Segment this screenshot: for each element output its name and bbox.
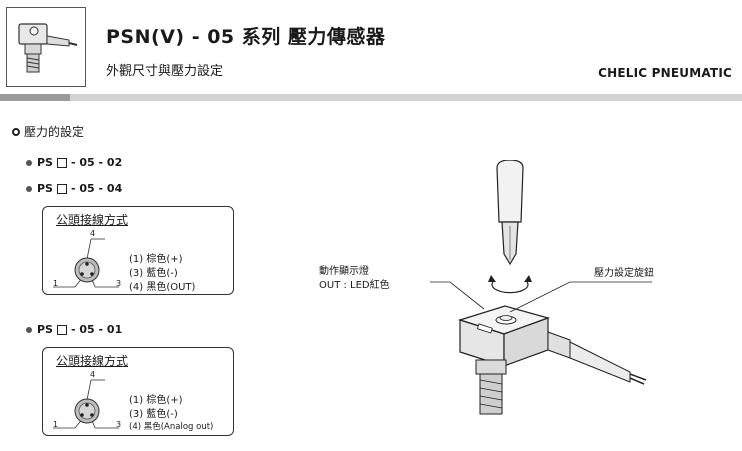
connector-wiring-box: 公頭接線方式 4 1 3 (1) 棕色(+) (3) 藍色(-) (4) 黑色(… (42, 347, 234, 436)
brand-name: CHELIC PNEUMATIC (598, 66, 732, 80)
ring-bullet-icon (12, 127, 20, 136)
product-thumbnail (6, 7, 86, 87)
indicator-sub-label: OUT : LED紅色 (319, 280, 390, 291)
pin-label: 4 (90, 370, 96, 379)
blank-square-icon (56, 324, 67, 335)
dot-bullet-icon (26, 159, 32, 166)
connector-pin-icon (53, 238, 119, 288)
dot-bullet-icon (26, 326, 32, 333)
connector-wiring-box: 公頭接線方式 4 1 3 (1) 棕色(+) (3) 藍色(-) (4) 黑色(… (42, 206, 234, 295)
model-line: PS - 05 - 04 (26, 182, 122, 195)
pin-label: 4 (90, 229, 96, 238)
wire-legend: (1) 棕色(+) (129, 254, 183, 265)
model-suffix: - 05 - 01 (70, 323, 123, 336)
wire-legend: (4) 黑色(Analog out) (129, 422, 214, 432)
header-divider (0, 94, 742, 101)
model-prefix: PS (37, 182, 53, 195)
wire-legend: (1) 棕色(+) (129, 395, 183, 406)
dot-bullet-icon (26, 185, 32, 192)
page-subtitle: 外觀尺寸與壓力設定 (106, 64, 224, 79)
pin-label: 1 (53, 279, 59, 288)
wire-legend: (3) 藍色(-) (129, 409, 178, 420)
pressure-sensor-icon (458, 305, 647, 415)
pin-label: 3 (116, 279, 122, 288)
model-prefix: PS (37, 156, 53, 169)
pin-label: 3 (116, 420, 122, 429)
blank-square-icon (56, 183, 67, 194)
wire-legend: (4) 黑色(OUT) (129, 282, 196, 293)
section-title: 壓力的設定 (12, 123, 84, 140)
model-line: PS - 05 - 01 (26, 323, 122, 336)
model-line: PS - 05 - 02 (26, 156, 122, 169)
page-title: PSN(V) - 05 系列 壓力傳感器 (106, 26, 386, 48)
rotation-arrow-icon (488, 275, 532, 294)
screwdriver-icon (496, 160, 524, 266)
model-suffix: - 05 - 02 (70, 156, 123, 169)
blank-square-icon (56, 157, 67, 168)
section-title-text: 壓力的設定 (24, 125, 85, 139)
connector-title: 公頭接線方式 (56, 213, 129, 227)
connector-title: 公頭接線方式 (56, 354, 129, 368)
sensor-adjustment-diagram (430, 160, 652, 415)
knob-label: 壓力設定旋鈕 (594, 268, 654, 279)
pin-label: 1 (53, 420, 59, 429)
model-suffix: - 05 - 04 (70, 182, 123, 195)
model-prefix: PS (37, 323, 53, 336)
wire-legend: (3) 藍色(-) (129, 268, 178, 279)
indicator-label: 動作顯示燈 (319, 266, 369, 277)
connector-pin-icon (53, 379, 119, 429)
sensor-thumbnail-icon (18, 23, 78, 73)
